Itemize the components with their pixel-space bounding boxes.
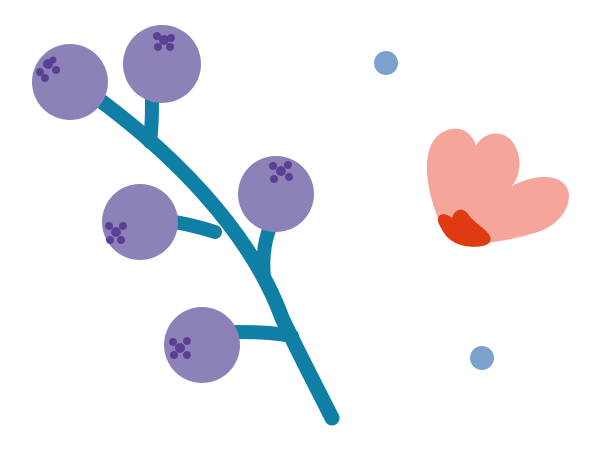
berry-mark [169, 337, 191, 359]
berry-mark [153, 32, 175, 51]
berry [123, 25, 201, 103]
berry [238, 156, 314, 232]
dot-icon [470, 346, 494, 370]
branch-twig [225, 325, 299, 343]
berry-mark [105, 222, 127, 244]
berry [164, 307, 240, 383]
flower-sepal [437, 209, 491, 247]
branch-twig [143, 89, 159, 149]
berry-mark [36, 56, 60, 82]
berry [102, 184, 178, 260]
berry-branch-icon [32, 25, 340, 426]
dot-icon [374, 51, 398, 75]
berry [32, 44, 108, 120]
flower-icon [426, 128, 569, 247]
berry-mark [269, 161, 293, 183]
